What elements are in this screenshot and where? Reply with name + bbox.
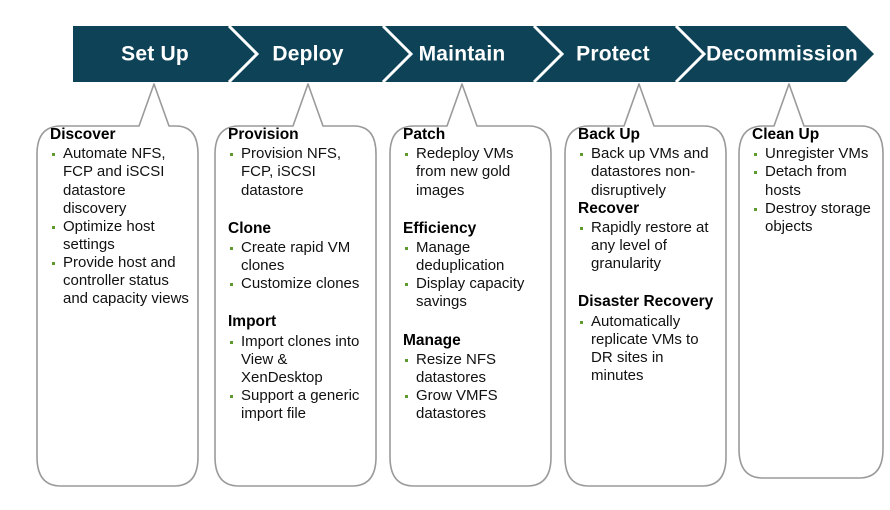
section-title: Clean Up — [752, 126, 820, 143]
list-item: Provide host and controller status and c… — [50, 254, 191, 308]
callout-decommission[interactable]: Clean Up Unregister VMs Detach from host… — [738, 82, 884, 480]
section-title: Import — [228, 313, 277, 331]
callout-protect-shape — [564, 83, 727, 487]
callout-deploy[interactable]: Provision Provision NFS, FCP, iSCSI data… — [214, 82, 377, 488]
section-title: Patch — [403, 126, 446, 143]
spacer — [578, 273, 719, 293]
spacer — [228, 200, 369, 220]
callout-protect[interactable]: Back Up Back up VMs and datastores non-d… — [564, 82, 727, 488]
chevron-separator-2 — [381, 24, 414, 84]
section-clean-up: Clean Up Unregister VMs Detach from host… — [752, 126, 876, 236]
list-item: Support a generic import file — [228, 387, 369, 423]
section-title: Discover — [50, 126, 116, 143]
section-manage: Manage Resize NFS datastores Grow VMFS d… — [403, 332, 544, 424]
bullet-list: Import clones into View & XenDesktop Sup… — [228, 333, 369, 424]
list-item: Detach from hosts — [752, 163, 876, 199]
banner-stage-maintain[interactable]: Maintain — [419, 43, 506, 66]
callout-maintain[interactable]: Patch Redeploy VMs from new gold images … — [389, 82, 552, 488]
callout-deploy-content: Provision Provision NFS, FCP, iSCSI data… — [214, 82, 377, 488]
list-item: Import clones into View & XenDesktop — [228, 333, 369, 387]
bullet-list: Unregister VMs Detach from hosts Destroy… — [752, 145, 876, 236]
callout-set-up-shape — [36, 83, 199, 487]
bullet-list: Rapidly restore at any level of granular… — [578, 219, 719, 273]
callout-protect-content: Back Up Back up VMs and datastores non-d… — [564, 82, 727, 488]
chevron-separator-4 — [674, 24, 707, 84]
list-item: Manage deduplication — [403, 239, 544, 275]
bullet-list: Manage deduplication Display capacity sa… — [403, 239, 544, 312]
list-item: Automate NFS, FCP and iSCSI datastore di… — [50, 145, 191, 218]
section-title: Efficiency — [403, 219, 477, 237]
spacer — [403, 312, 544, 332]
chevron-separator-1 — [227, 24, 260, 84]
bullet-list: Create rapid VM clones Customize clones — [228, 239, 369, 293]
banner-shape — [73, 26, 874, 82]
process-banner: Set Up Deploy Maintain Protect Decommiss… — [73, 24, 874, 84]
list-item: Redeploy VMs from new gold images — [403, 145, 544, 199]
list-item: Unregister VMs — [752, 145, 876, 163]
section-title: Recover — [578, 199, 640, 217]
bullet-list: Automate NFS, FCP and iSCSI datastore di… — [50, 145, 191, 308]
callout-decommission-content: Clean Up Unregister VMs Detach from host… — [738, 82, 884, 480]
section-recover: Recover Rapidly restore at any level of … — [578, 200, 719, 274]
section-efficiency: Efficiency Manage deduplication Display … — [403, 220, 544, 312]
section-title: Manage — [403, 331, 461, 349]
bullet-list: Provision NFS, FCP, iSCSI datastore — [228, 145, 369, 199]
list-item: Grow VMFS datastores — [403, 387, 544, 423]
bullet-list: Automatically replicate VMs to DR sites … — [578, 313, 719, 386]
callout-deploy-shape — [214, 83, 377, 487]
list-item: Destroy storage objects — [752, 200, 876, 236]
bullet-list: Back up VMs and datastores non-disruptiv… — [578, 145, 719, 199]
list-item: Automatically replicate VMs to DR sites … — [578, 313, 719, 386]
list-item: Display capacity savings — [403, 275, 544, 311]
section-title: Provision — [228, 126, 299, 143]
spacer — [228, 293, 369, 313]
spacer — [403, 200, 544, 220]
bullet-list: Redeploy VMs from new gold images — [403, 145, 544, 199]
chevron-separator-3 — [532, 24, 565, 84]
section-clone: Clone Create rapid VM clones Customize c… — [228, 220, 369, 294]
section-title: Back Up — [578, 126, 641, 143]
banner-stage-set-up[interactable]: Set Up — [121, 43, 189, 66]
list-item: Rapidly restore at any level of granular… — [578, 219, 719, 273]
banner-stage-decommission[interactable]: Decommission — [706, 43, 858, 66]
callout-set-up[interactable]: Discover Automate NFS, FCP and iSCSI dat… — [36, 82, 199, 488]
banner-stage-deploy[interactable]: Deploy — [272, 43, 343, 66]
section-title: Clone — [228, 219, 272, 237]
section-disaster-recovery: Disaster Recovery Automatically replicat… — [578, 293, 719, 385]
list-item: Customize clones — [228, 275, 369, 293]
section-discover: Discover Automate NFS, FCP and iSCSI dat… — [50, 126, 191, 309]
section-provision: Provision Provision NFS, FCP, iSCSI data… — [228, 126, 369, 200]
section-back-up: Back Up Back up VMs and datastores non-d… — [578, 126, 719, 200]
section-title: Disaster Recovery — [578, 293, 714, 311]
banner-stage-protect[interactable]: Protect — [576, 43, 650, 66]
callout-maintain-content: Patch Redeploy VMs from new gold images … — [389, 82, 552, 488]
list-item: Resize NFS datastores — [403, 351, 544, 387]
callout-decommission-shape — [738, 83, 884, 479]
callout-set-up-content: Discover Automate NFS, FCP and iSCSI dat… — [36, 82, 199, 488]
section-patch: Patch Redeploy VMs from new gold images — [403, 126, 544, 200]
list-item: Provision NFS, FCP, iSCSI datastore — [228, 145, 369, 199]
list-item: Create rapid VM clones — [228, 239, 369, 275]
list-item: Optimize host settings — [50, 218, 191, 254]
section-import: Import Import clones into View & XenDesk… — [228, 313, 369, 423]
bullet-list: Resize NFS datastores Grow VMFS datastor… — [403, 351, 544, 424]
callout-maintain-shape — [389, 83, 552, 487]
list-item: Back up VMs and datastores non-disruptiv… — [578, 145, 719, 199]
